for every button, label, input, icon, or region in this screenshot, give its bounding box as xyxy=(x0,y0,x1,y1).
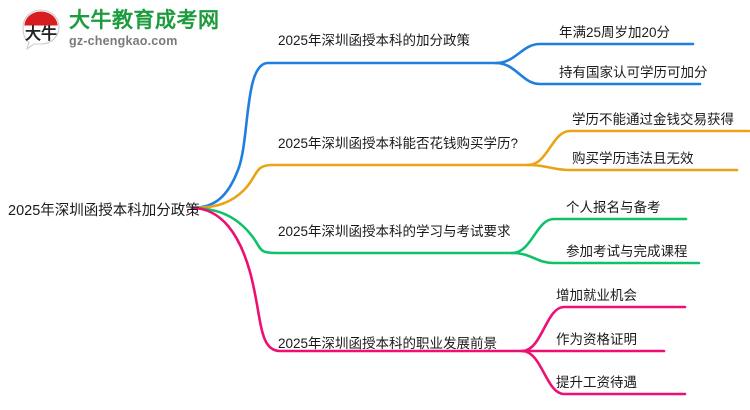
mindmap-branch-node-3[interactable]: 2025年深圳函授本科的学习与考试要求 xyxy=(278,224,511,239)
leaf-line-5 xyxy=(510,217,688,255)
mindmap-leaf-node-2-1[interactable]: 学历不能通过金钱交易获得 xyxy=(572,112,734,127)
mindmap-branch-node-4[interactable]: 2025年深圳函授本科的职业发展前景 xyxy=(278,336,498,351)
mindmap-leaf-node-2-2[interactable]: 购买学历违法且无效 xyxy=(572,151,694,166)
site-logo[interactable]: 大牛 大牛教育成考网 gz-chengkao.com xyxy=(20,8,220,51)
mindmap-branch-node-2[interactable]: 2025年深圳函授本科能否花钱购买学历? xyxy=(278,136,519,151)
logo-mark-icon: 大牛 xyxy=(20,8,62,51)
mindmap-leaf-node-4-3[interactable]: 提升工资待遇 xyxy=(556,375,637,390)
branch-line-1 xyxy=(190,61,498,210)
mindmap-root-node[interactable]: 2025年深圳函授本科加分政策 xyxy=(8,203,200,219)
mindmap-leaf-node-4-2[interactable]: 作为资格证明 xyxy=(556,332,637,347)
mindmap-branch-node-1[interactable]: 2025年深圳函授本科的加分政策 xyxy=(278,33,471,48)
leaf-line-2 xyxy=(494,61,702,86)
branch-connector-1 xyxy=(190,42,702,210)
branch-line-2 xyxy=(190,163,530,210)
branch-connector-3 xyxy=(190,206,701,265)
branch-line-3 xyxy=(190,206,514,255)
leaf-line-3 xyxy=(526,129,750,167)
mindmap-leaf-node-1-1[interactable]: 年满25周岁加20分 xyxy=(559,25,671,40)
logo-mark-text: 大牛 xyxy=(25,24,57,43)
logo-title: 大牛教育成考网 xyxy=(69,9,220,33)
mindmap-leaf-node-3-2[interactable]: 参加考试与完成课程 xyxy=(566,244,688,259)
branch-line-4 xyxy=(190,206,524,353)
leaf-line-7 xyxy=(520,305,687,353)
leaf-line-6 xyxy=(510,251,701,265)
leaf-line-9 xyxy=(520,349,687,396)
branch-connector-2 xyxy=(190,129,750,210)
logo-text-block: 大牛教育成考网 gz-chengkao.com xyxy=(69,10,220,48)
logo-domain: gz-chengkao.com xyxy=(69,34,178,49)
logo-red-arc xyxy=(24,11,58,26)
mindmap-leaf-node-3-1[interactable]: 个人报名与备考 xyxy=(566,200,661,215)
branch-connector-4 xyxy=(190,206,687,396)
mindmap-leaf-node-4-1[interactable]: 增加就业机会 xyxy=(556,288,637,303)
leaf-line-4 xyxy=(526,163,739,172)
mindmap-leaf-node-1-2[interactable]: 持有国家认可学历可加分 xyxy=(559,65,708,80)
